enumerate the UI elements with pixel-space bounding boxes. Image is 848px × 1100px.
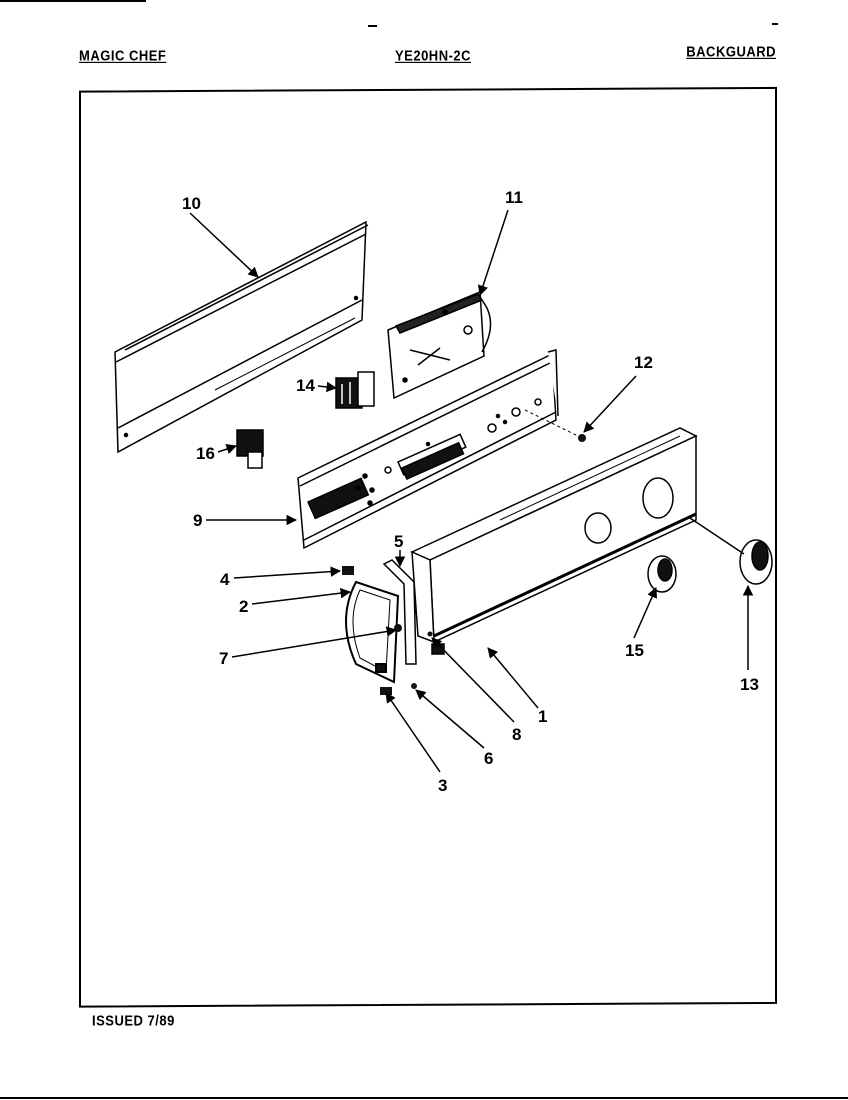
- leader-4: [233, 566, 342, 579]
- part-16-switch: [236, 429, 264, 469]
- callout-6: 6: [484, 749, 493, 768]
- part-4-clip: [342, 566, 354, 575]
- part-11-timer: [387, 290, 492, 400]
- callout-8: 8: [512, 725, 521, 744]
- issued-date: ISSUED 7/89: [92, 1011, 175, 1030]
- part-5-strip: [382, 559, 417, 665]
- callout-16: 16: [196, 444, 215, 463]
- callout-5: 5: [394, 532, 403, 551]
- callout-9: 9: [193, 511, 202, 530]
- part-13-knob: [739, 539, 773, 585]
- leader-16: [217, 444, 237, 454]
- leader-14: [317, 381, 338, 393]
- callout-4: 4: [220, 570, 230, 589]
- top-rule: [0, 0, 146, 2]
- callout-11: 11: [505, 188, 523, 207]
- callout-3: 3: [438, 776, 447, 795]
- page-frame: [79, 86, 777, 1008]
- leader-10: [189, 212, 259, 278]
- leader-11: [477, 209, 509, 296]
- part-1-backguard-housing: [410, 427, 698, 655]
- leader-3: [385, 692, 441, 773]
- callout-13: 13: [740, 675, 759, 694]
- part-8-screw: [427, 631, 433, 637]
- leader-lines: [189, 209, 754, 773]
- part-15-knob: [647, 555, 677, 593]
- callout-12: 12: [634, 353, 653, 372]
- part-2-bracket: [345, 580, 400, 684]
- leader-8: [431, 637, 515, 723]
- callout-15: 15: [625, 641, 644, 660]
- leader-1: [487, 647, 539, 709]
- part-3-clip: [380, 687, 392, 695]
- part-12-screw: [524, 409, 586, 442]
- section-title: BACKGUARD: [686, 42, 776, 61]
- leader-6: [415, 689, 485, 749]
- callout-7: 7: [219, 649, 228, 668]
- callout-14: 14: [296, 376, 315, 395]
- leader-12: [583, 375, 637, 433]
- callout-10: 10: [182, 194, 201, 213]
- leader-7: [231, 626, 398, 658]
- part-14-switch: [335, 371, 375, 409]
- part-9-control-board: [297, 349, 559, 550]
- brand-label: MAGIC CHEF: [79, 46, 167, 65]
- callout-1: 1: [538, 707, 547, 726]
- part-10-panel: [114, 220, 369, 454]
- leader-15: [633, 587, 657, 639]
- leader-2: [251, 587, 352, 605]
- model-number: YE20HN-2C: [395, 46, 472, 65]
- leader-13b: [689, 517, 745, 555]
- callout-2: 2: [239, 597, 248, 616]
- part-6-screw: [411, 683, 417, 689]
